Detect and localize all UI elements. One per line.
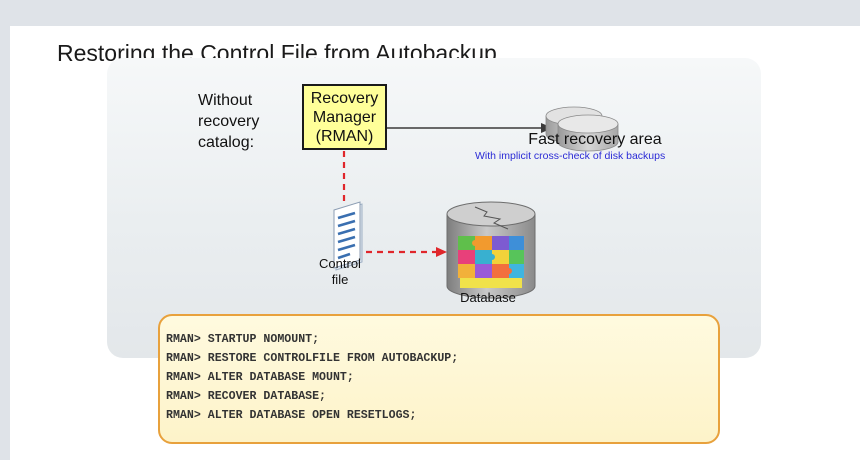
- command-line: RMAN> ALTER DATABASE OPEN RESETLOGS;: [166, 409, 417, 422]
- control-file-label: Control file: [319, 256, 361, 287]
- rman-box: Recovery Manager (RMAN): [302, 84, 387, 150]
- rman-command-box: RMAN> STARTUP NOMOUNT; RMAN> RESTORE CON…: [158, 314, 720, 444]
- database-label: Database: [460, 290, 516, 305]
- command-line: RMAN> STARTUP NOMOUNT;: [166, 333, 320, 346]
- fast-recovery-area-icon: [545, 106, 619, 152]
- diagram-panel: [107, 58, 761, 358]
- fast-recovery-area-sublabel: With implicit cross-check of disk backup…: [475, 150, 666, 162]
- command-line: RMAN> ALTER DATABASE MOUNT;: [166, 371, 354, 384]
- command-line: RMAN> RECOVER DATABASE;: [166, 390, 327, 403]
- controlfile-to-database-arrow: [366, 247, 447, 257]
- fast-recovery-area-label: Fast recovery area: [528, 131, 662, 148]
- without-catalog-label: Without recovery catalog:: [198, 92, 260, 151]
- command-line: RMAN> RESTORE CONTROLFILE FROM AUTOBACKU…: [166, 352, 459, 365]
- control-file-icon: [333, 201, 363, 271]
- database-icon: [446, 201, 536, 299]
